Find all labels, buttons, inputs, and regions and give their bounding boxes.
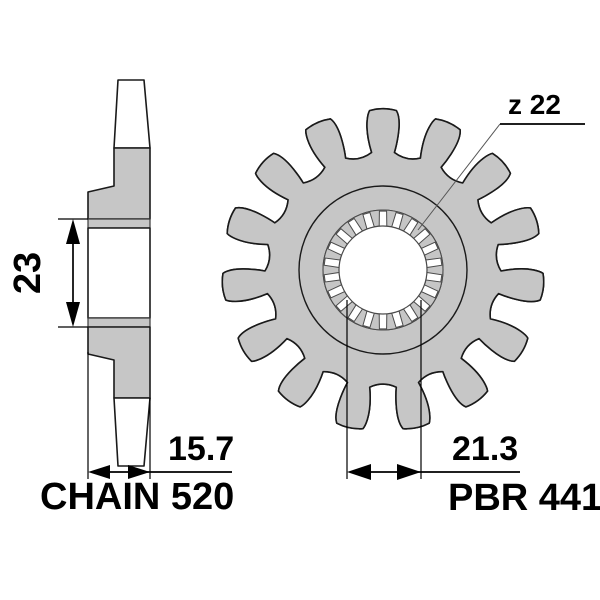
label-23: 23 [7, 252, 49, 294]
spline-teeth-group [322, 209, 444, 331]
dimension-labels: 23 15.7 CHAIN 520 21.3 PBR 441 z 22 [7, 89, 600, 519]
side-view-lower-rib [87, 317, 151, 328]
side-view-upper-body [87, 147, 151, 220]
z22-leader-line [417, 123, 501, 231]
side-view-lower-body [87, 326, 151, 399]
dim-23-arrow-down [66, 302, 80, 327]
side-view-lower-tooth-tip [113, 397, 151, 467]
label-21-3: 21.3 [452, 430, 518, 468]
label-chain-520: CHAIN 520 [40, 476, 234, 518]
dim-213-arrow-left [347, 464, 371, 480]
dim-213-arrow-right [397, 464, 421, 480]
spline-tooth-gap [378, 313, 388, 330]
label-z-22: z 22 [508, 89, 561, 120]
side-section-view [58, 79, 232, 479]
face-view [221, 107, 585, 480]
center-bore-overlay [338, 225, 428, 315]
side-view-upper-tooth-tip [113, 79, 151, 149]
label-pbr-441: PBR 441 [448, 477, 600, 519]
spline-tooth-gap [378, 210, 388, 227]
label-15-7: 15.7 [168, 430, 234, 468]
dim-157-arrow-left [88, 465, 110, 479]
side-view-hub-barrel [87, 227, 151, 319]
side-view-upper-rib [87, 218, 151, 229]
dim-23-arrow-up [66, 219, 80, 244]
hub-outer-circle [298, 185, 468, 355]
dim-157-arrow-right [128, 465, 150, 479]
